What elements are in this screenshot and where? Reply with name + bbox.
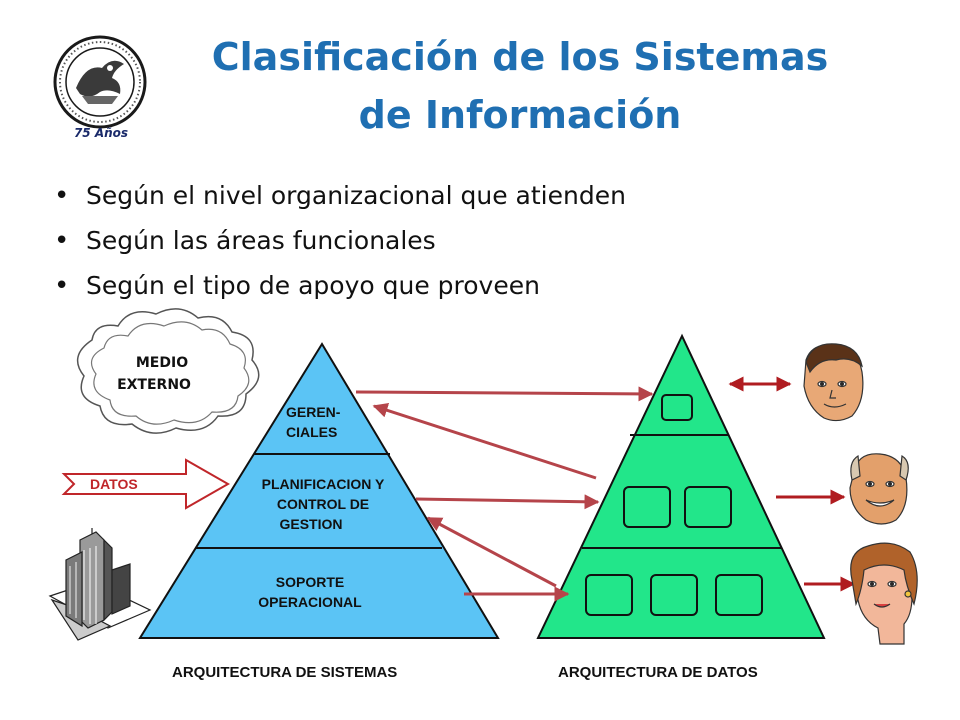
logo-caption: 75 Años — [73, 126, 129, 140]
data-architecture-pyramid — [536, 333, 826, 639]
operational-person-icon — [850, 542, 918, 645]
tier-label-planning-line-3: GESTION — [279, 516, 343, 532]
data-box-level-3 — [715, 574, 763, 616]
cloud-label-line-1: MEDIO — [135, 355, 189, 371]
datos-input-arrow — [61, 458, 231, 510]
slide-title: Clasificación de los Sistemas de Informa… — [150, 28, 890, 144]
bullet-list: Según el nivel organizacional que atiend… — [48, 176, 626, 311]
external-environment-cloud — [76, 308, 260, 434]
cloud-label-line-2: EXTERNO — [117, 377, 191, 393]
bullet-item: Según el nivel organizacional que atiend… — [48, 176, 626, 221]
data-box-level-3 — [585, 574, 633, 616]
user-arrows — [728, 376, 856, 592]
bullet-item: Según el tipo de apoyo que proveen — [48, 266, 626, 311]
tier-label-operational-line-1: SOPORTE — [275, 574, 345, 590]
slide-title-line-1: Clasificación de los Sistemas — [211, 35, 829, 79]
slide-title-line-2: de Información — [358, 93, 682, 137]
systems-architecture-pyramid — [138, 342, 500, 639]
data-box-level-1 — [661, 394, 693, 421]
tier-label-managerial: GEREN- CIALES — [286, 402, 340, 442]
systems-architecture-caption: ARQUITECTURA DE SISTEMAS — [172, 664, 398, 681]
institute-seal-logo — [53, 35, 147, 129]
data-box-level-2 — [684, 486, 732, 528]
executive-person-icon — [803, 343, 864, 422]
data-box-level-2 — [623, 486, 671, 528]
data-box-level-3 — [650, 574, 698, 616]
tier-label-operational-line-2: OPERACIONAL — [258, 594, 362, 610]
tier-label-planning-control: PLANIFICACION Y CONTROL DE GESTION — [248, 474, 398, 534]
tier-label-managerial-line-2: CIALES — [286, 424, 338, 440]
bullet-item: Según las áreas funcionales — [48, 221, 626, 266]
tier-label-operational: SOPORTE OPERACIONAL — [250, 572, 370, 612]
cloud-label: MEDIO EXTERNO — [112, 352, 212, 396]
building-icon — [48, 528, 152, 641]
manager-person-icon — [849, 453, 909, 525]
connection-arrows — [355, 386, 654, 602]
tier-label-planning-line-2: CONTROL DE — [276, 496, 370, 512]
tier-label-managerial-line-1: GEREN- — [286, 404, 341, 420]
tier-label-planning-line-1: PLANIFICACION Y — [261, 476, 385, 492]
datos-label: DATOS — [90, 476, 138, 492]
data-architecture-caption: ARQUITECTURA DE DATOS — [558, 664, 758, 681]
